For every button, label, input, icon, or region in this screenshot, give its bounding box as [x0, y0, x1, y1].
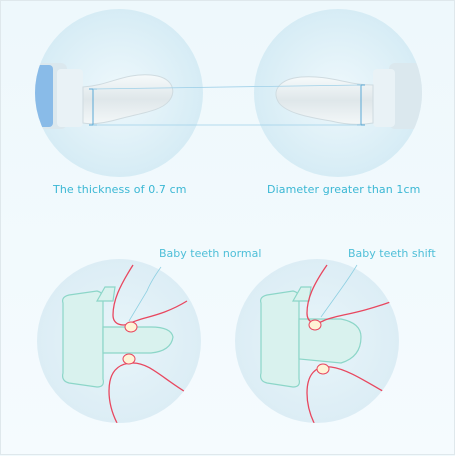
teeth-shift-label: Baby teeth shift	[348, 247, 436, 260]
thickness-caption: The thickness of 0.7 cm	[53, 183, 187, 196]
teeth-shift-diagram	[235, 259, 399, 423]
teeth-normal-diagram	[37, 259, 201, 423]
diameter-caption: Diameter greater than 1cm	[267, 183, 421, 196]
teeth-normal-label: Baby teeth normal	[159, 247, 262, 260]
diameter-detail-circle	[254, 9, 422, 177]
thickness-detail-circle	[35, 9, 203, 177]
guide-line-top	[92, 84, 362, 90]
